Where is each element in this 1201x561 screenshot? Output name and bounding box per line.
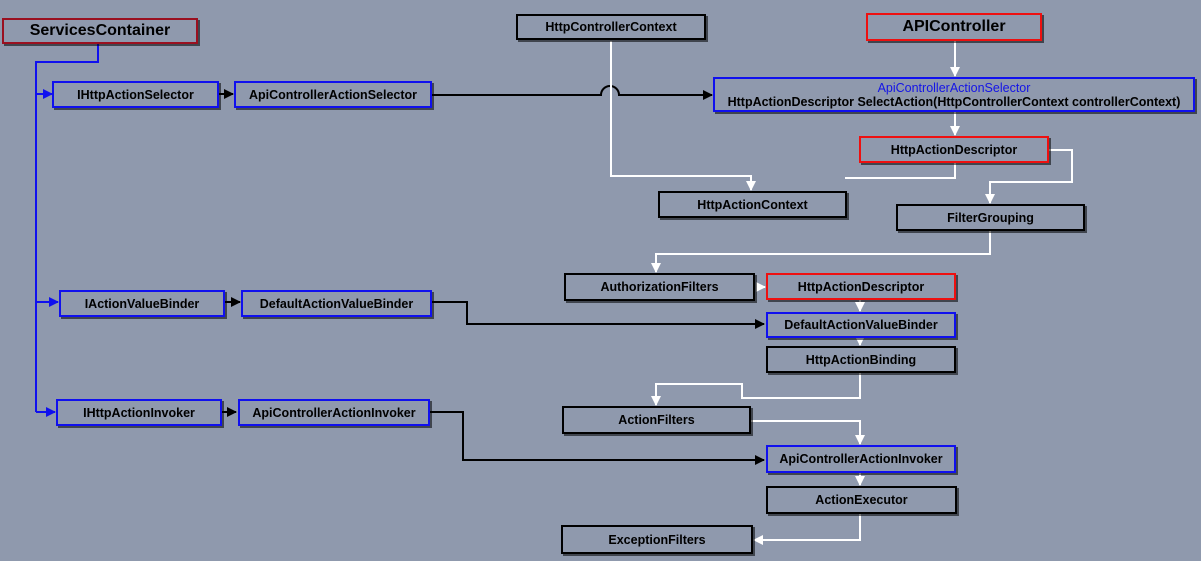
node-label: IActionValueBinder [84, 296, 200, 311]
node-action-filters[interactable]: ActionFilters [562, 406, 751, 434]
node-label: AuthorizationFilters [600, 280, 719, 294]
node-select-action-method[interactable]: ApiControllerActionSelector HttpActionDe… [713, 77, 1195, 112]
node-exception-filters[interactable]: ExceptionFilters [561, 525, 753, 554]
node-label: ApiControllerActionSelector [248, 87, 418, 102]
node-label: HttpActionDescriptor [797, 279, 925, 294]
method-signature: HttpActionDescriptor SelectAction(HttpCo… [727, 94, 1181, 109]
node-label: ActionFilters [618, 413, 695, 427]
wire-invoker-to-invoker2 [430, 411, 765, 465]
node-http-controller-context[interactable]: HttpControllerContext [516, 14, 706, 40]
wire-binder-to-binder2 [432, 301, 765, 329]
node-label: DefaultActionValueBinder [784, 318, 938, 332]
node-label: ApiControllerActionInvoker [252, 405, 416, 420]
node-api-controller-action-invoker[interactable]: ApiControllerActionInvoker [238, 399, 430, 426]
node-label: FilterGrouping [947, 210, 1034, 225]
node-i-http-action-invoker[interactable]: IHttpActionInvoker [56, 399, 222, 426]
node-http-action-binding[interactable]: HttpActionBinding [766, 346, 956, 373]
wire-context-to-actioncontext [610, 41, 756, 191]
node-label: HttpActionContext [697, 197, 808, 212]
wire-descriptor-to-filtergrouping [985, 149, 1073, 204]
node-label: ActionExecutor [815, 493, 908, 507]
node-label: HttpActionBinding [805, 352, 917, 367]
node-services-container[interactable]: ServicesContainer [2, 18, 198, 44]
wire-descriptor-to-actioncontext [845, 163, 956, 179]
wire-actionfilters-to-invoker2 [751, 420, 865, 445]
node-label: APIController [902, 18, 1006, 35]
node-label: DefaultActionValueBinder [259, 296, 414, 311]
node-http-action-descriptor[interactable]: HttpActionDescriptor [859, 136, 1049, 163]
node-label: ApiControllerActionInvoker [779, 452, 943, 466]
wire-services-trunk [35, 44, 99, 412]
method-class-name: ApiControllerActionSelector [877, 80, 1031, 95]
wire-binding-to-actionfilters [651, 373, 861, 406]
node-api-controller-action-selector[interactable]: ApiControllerActionSelector [234, 81, 432, 108]
node-i-http-action-selector[interactable]: IHttpActionSelector [52, 81, 219, 108]
node-api-controller-action-invoker-2[interactable]: ApiControllerActionInvoker [766, 445, 956, 473]
node-i-action-value-binder[interactable]: IActionValueBinder [59, 290, 225, 317]
node-label: HttpControllerContext [545, 20, 677, 34]
wire-filtergrouping-to-authorization [651, 231, 991, 273]
node-authorization-filters[interactable]: AuthorizationFilters [564, 273, 755, 301]
node-filter-grouping[interactable]: FilterGrouping [896, 204, 1085, 231]
node-label: ExceptionFilters [608, 532, 706, 547]
node-http-action-context[interactable]: HttpActionContext [658, 191, 847, 218]
node-label: IHttpActionSelector [77, 87, 194, 102]
node-action-executor[interactable]: ActionExecutor [766, 486, 957, 514]
node-default-action-value-binder-2[interactable]: DefaultActionValueBinder [766, 312, 956, 338]
node-api-controller[interactable]: APIController [866, 13, 1042, 41]
node-http-action-descriptor-2[interactable]: HttpActionDescriptor [766, 273, 956, 300]
wire-executor-to-exceptionfilters [753, 514, 861, 545]
node-label: ServicesContainer [29, 22, 171, 39]
node-default-action-value-binder[interactable]: DefaultActionValueBinder [241, 290, 432, 317]
wire-selector-to-method [432, 85, 713, 100]
node-label: IHttpActionInvoker [83, 405, 195, 420]
node-label: HttpActionDescriptor [890, 142, 1018, 157]
